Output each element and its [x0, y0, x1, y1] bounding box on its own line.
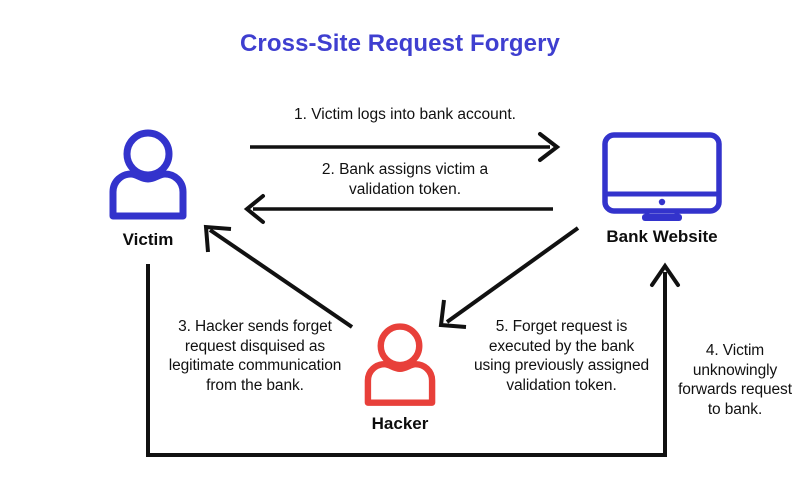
node-victim-label: Victim [122, 230, 174, 249]
arrow-step-3 [203, 224, 354, 329]
node-hacker[interactable]: Hacker [358, 322, 442, 434]
arrow-step-5 [438, 226, 580, 329]
person-icon [364, 323, 436, 406]
arrow-step-1 [250, 132, 561, 162]
step-2-label: 2. Bank assigns victim a validation toke… [240, 160, 570, 200]
step-3-label: 3. Hacker sends forget request disquised… [168, 318, 342, 394]
step-5-label: 5. Forget request is executed by the ban… [474, 318, 649, 394]
step-1-label: 1. Victim logs into bank account. [293, 106, 516, 123]
node-hacker-label: Hacker [371, 414, 429, 433]
node-bank-website[interactable]: Bank Website [592, 131, 732, 247]
page-title: Cross-Site Request Forgery [239, 30, 560, 57]
arrow-step-2 [243, 194, 553, 224]
node-victim[interactable]: Victim [103, 128, 193, 250]
step-4-label: 4. Victim unknowingly forwards request t… [678, 342, 792, 418]
monitor-icon [602, 132, 722, 221]
arrow-step-4 [146, 262, 680, 457]
step-2-line-2: validation token. [348, 181, 462, 198]
person-icon [109, 129, 187, 220]
step-2-line-1: 2. Bank assigns victim a [321, 161, 489, 178]
node-bank-website-label: Bank Website [606, 227, 718, 246]
